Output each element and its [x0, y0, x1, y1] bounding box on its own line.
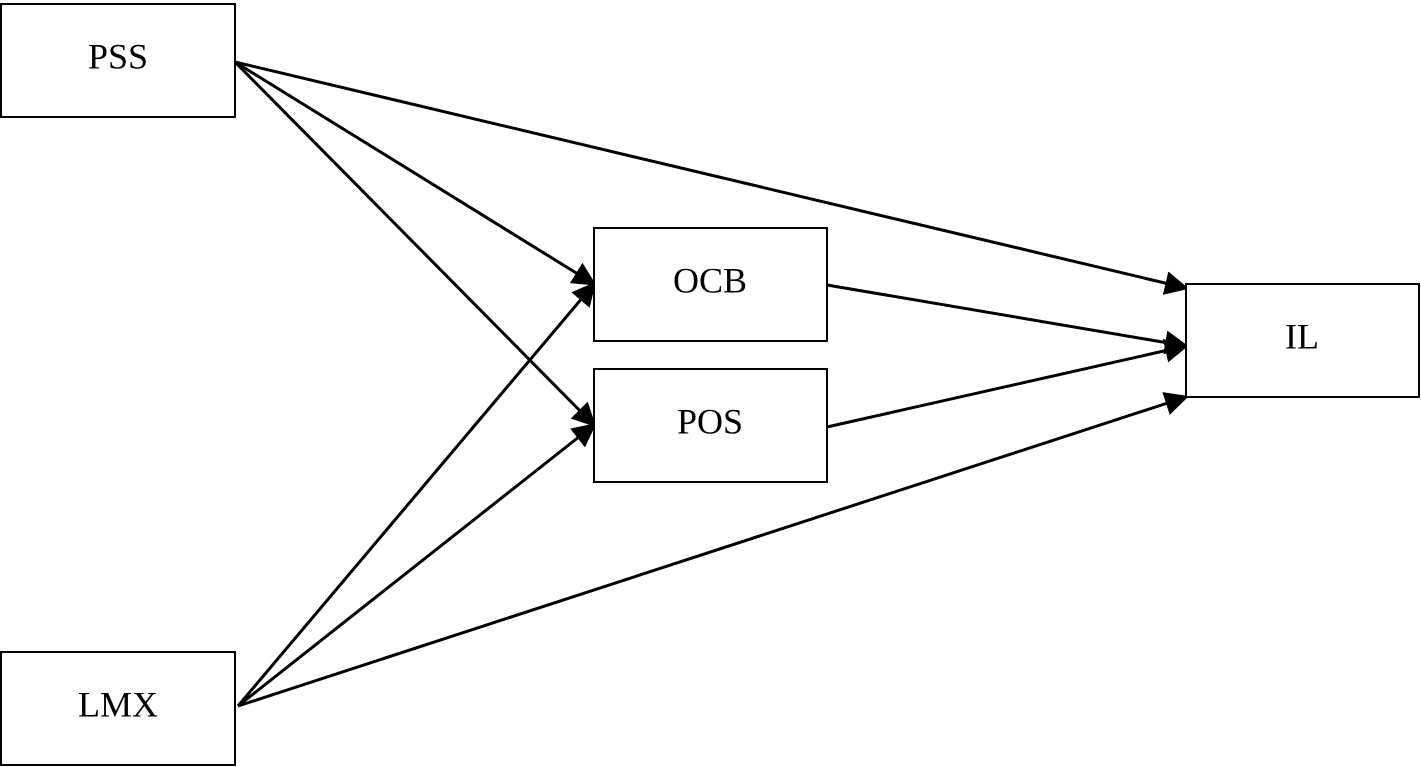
- node-lmx: LMX: [0, 651, 236, 766]
- node-ocb-box: [593, 227, 828, 342]
- edge-pss-to-il: [234, 60, 1189, 295]
- node-ocb: OCB: [593, 227, 828, 342]
- node-il: IL: [1185, 283, 1420, 398]
- edge-pos-to-il: [826, 338, 1189, 429]
- node-lmx-label: LMX: [78, 684, 158, 724]
- node-lmx-box: [0, 651, 236, 766]
- node-il-label: IL: [1285, 316, 1319, 356]
- edge-ocb-to-il: [826, 283, 1189, 355]
- edge-pss-to-pos: [233, 60, 597, 428]
- node-pos-box: [593, 368, 828, 483]
- edge-lmx-to-ocb: [236, 281, 596, 707]
- node-il-box: [1185, 283, 1420, 398]
- edge-pss-to-ocb: [234, 60, 597, 286]
- node-pss-box: [0, 3, 236, 118]
- node-pss-label: PSS: [88, 36, 148, 76]
- edge-lmx-to-il: [237, 392, 1189, 708]
- node-ocb-label: OCB: [673, 260, 747, 300]
- node-pos: POS: [593, 368, 828, 483]
- node-pos-label: POS: [677, 401, 743, 441]
- node-pss: PSS: [0, 3, 236, 118]
- edge-lmx-to-pos: [237, 423, 597, 708]
- nodes-layer: PSS LMX OCB POS IL: [0, 3, 1420, 766]
- edges-layer: [233, 60, 1189, 708]
